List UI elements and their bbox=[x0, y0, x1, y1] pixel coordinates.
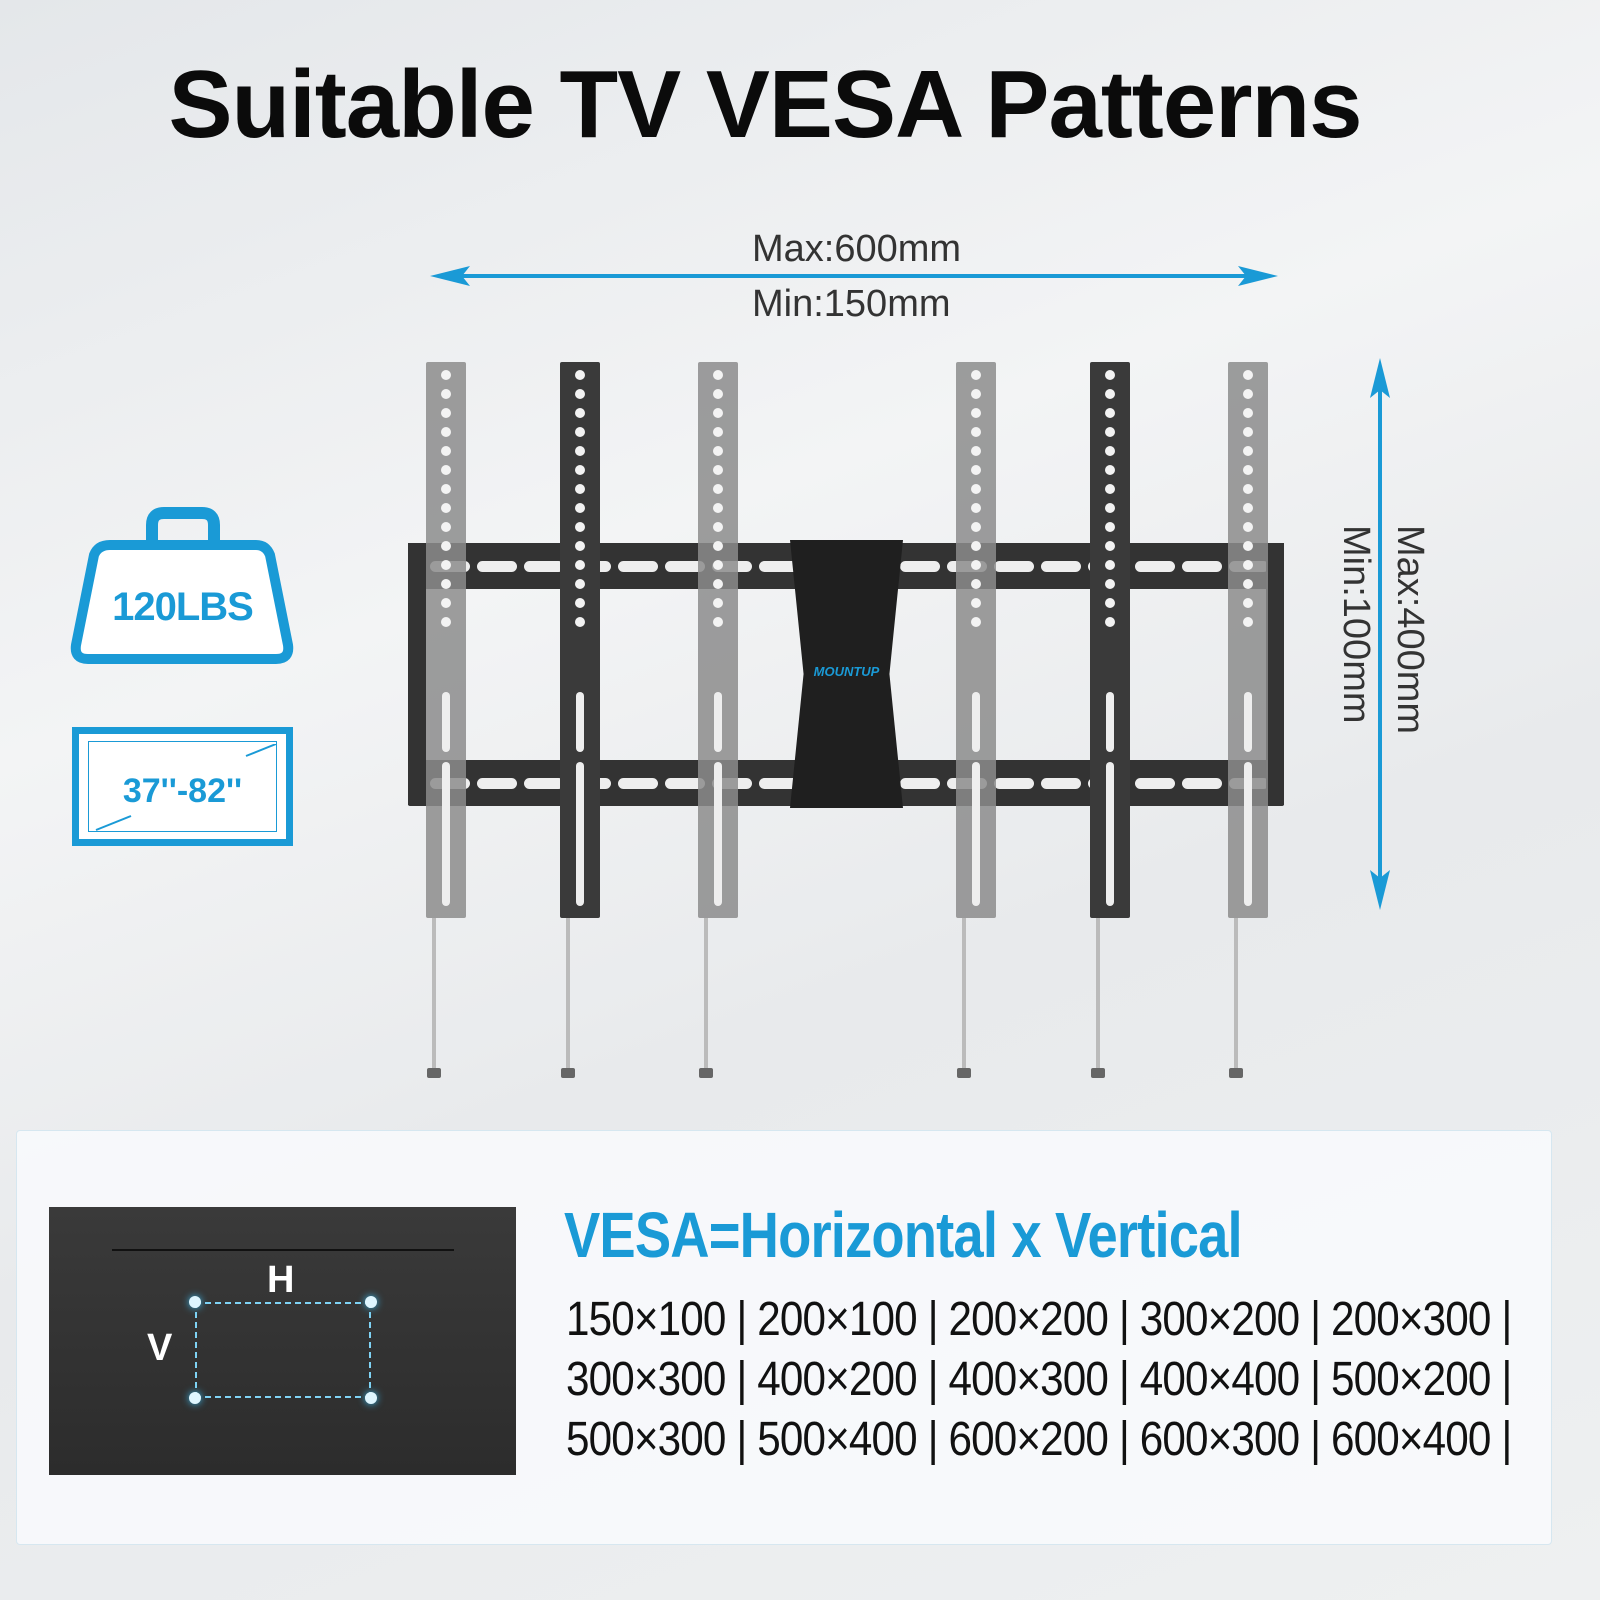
separator: | bbox=[1107, 1353, 1140, 1406]
page-title: Suitable TV VESA Patterns bbox=[168, 51, 1362, 158]
vertical-arrow-icon bbox=[1370, 358, 1390, 910]
vesa-size: 400×300 bbox=[948, 1353, 1109, 1406]
vesa-size: 200×200 bbox=[948, 1293, 1109, 1346]
safety-leg bbox=[1234, 918, 1238, 1068]
separator: | bbox=[1299, 1413, 1332, 1466]
vesa-size: 500×400 bbox=[757, 1413, 917, 1466]
separator: | bbox=[725, 1293, 758, 1346]
safety-leg bbox=[704, 918, 708, 1068]
safety-leg bbox=[1096, 918, 1100, 1068]
vertical-max-label: Max:400mm bbox=[1389, 525, 1431, 735]
screen-size-label: 37''-82'' bbox=[122, 772, 243, 810]
horizontal-max-label: Max:600mm bbox=[752, 228, 962, 270]
center-plate bbox=[790, 540, 903, 808]
separator: | bbox=[1490, 1413, 1523, 1466]
safety-leg bbox=[566, 918, 570, 1068]
leg-foot bbox=[957, 1068, 971, 1078]
safety-leg bbox=[432, 918, 436, 1068]
leg-foot bbox=[427, 1068, 441, 1078]
vesa-size: 200×100 bbox=[757, 1293, 917, 1346]
vesa-size: 400×400 bbox=[1139, 1353, 1300, 1406]
rail-end-left bbox=[408, 543, 426, 805]
vesa-size: 600×200 bbox=[948, 1413, 1109, 1466]
separator: | bbox=[916, 1413, 949, 1466]
leg-foot bbox=[699, 1068, 713, 1078]
leg-foot bbox=[561, 1068, 575, 1078]
separator: | bbox=[1299, 1353, 1332, 1406]
weight-icon bbox=[70, 507, 294, 664]
separator: | bbox=[1490, 1353, 1523, 1406]
vesa-row: 300×300 | 400×200 | 400×300 | 400×400 | … bbox=[566, 1352, 1522, 1407]
horizontal-min-label: Min:150mm bbox=[752, 283, 951, 325]
separator: | bbox=[725, 1353, 758, 1406]
vesa-heading: VESA=Horizontal x Vertical bbox=[564, 1199, 1243, 1271]
vertical-arm bbox=[698, 362, 738, 918]
safety-leg bbox=[962, 918, 966, 1068]
vesa-size: 200×300 bbox=[1331, 1293, 1491, 1346]
horizontal-arrow-icon bbox=[430, 266, 1278, 286]
vertical-min-label: Min:100mm bbox=[1335, 525, 1377, 724]
vertical-arm bbox=[956, 362, 996, 918]
vertical-arm bbox=[426, 362, 466, 918]
vesa-row: 500×300 | 500×400 | 600×200 | 600×300 | … bbox=[566, 1412, 1522, 1467]
separator: | bbox=[1107, 1413, 1140, 1466]
vesa-size: 600×300 bbox=[1139, 1413, 1300, 1466]
rail-end-right bbox=[1266, 543, 1284, 805]
diagonal-arrow-icon bbox=[95, 744, 277, 831]
tv-back-diagram: H V bbox=[49, 1207, 516, 1475]
vesa-size: 600×400 bbox=[1331, 1413, 1491, 1466]
horizontal-label: H bbox=[267, 1259, 295, 1301]
weight-capacity-label: 120LBS bbox=[112, 585, 254, 629]
vertical-arm bbox=[1090, 362, 1130, 918]
separator: | bbox=[916, 1353, 949, 1406]
vesa-size: 150×100 bbox=[566, 1293, 726, 1346]
leg-foot bbox=[1091, 1068, 1105, 1078]
vesa-size: 400×200 bbox=[757, 1353, 917, 1406]
leg-foot bbox=[1229, 1068, 1243, 1078]
screen-size-badge: 37''-82'' bbox=[72, 727, 293, 846]
vertical-arm bbox=[560, 362, 600, 918]
vesa-row: 150×100 | 200×100 | 200×200 | 300×200 | … bbox=[566, 1292, 1522, 1347]
separator: | bbox=[725, 1413, 758, 1466]
separator: | bbox=[1299, 1293, 1332, 1346]
separator: | bbox=[916, 1293, 949, 1346]
vertical-arm bbox=[1228, 362, 1268, 918]
separator: | bbox=[1107, 1293, 1140, 1346]
vesa-size: 300×200 bbox=[1139, 1293, 1300, 1346]
separator: | bbox=[1490, 1293, 1523, 1346]
vertical-label: V bbox=[147, 1327, 173, 1369]
brand-logo: MOUNTUP bbox=[813, 664, 880, 679]
vesa-size: 500×200 bbox=[1331, 1353, 1491, 1406]
vesa-size: 300×300 bbox=[566, 1353, 726, 1406]
vesa-size: 500×300 bbox=[566, 1413, 726, 1466]
